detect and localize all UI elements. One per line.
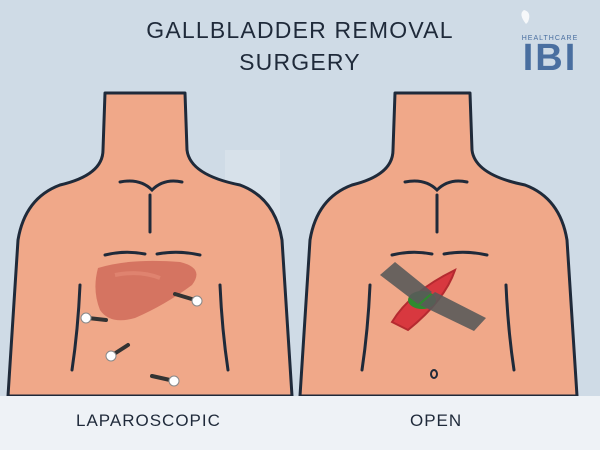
caption-open: OPEN <box>410 411 463 430</box>
laparoscopic-torso <box>6 91 294 398</box>
logo: HEALTHCARE IBI <box>521 10 579 74</box>
title-line-2: SURGERY <box>239 49 361 75</box>
caption-laparoscopic: LAPAROSCOPIC <box>76 411 221 430</box>
retractor-icon <box>380 262 486 331</box>
port-icon <box>80 312 108 324</box>
logo-text: IBI <box>523 37 578 74</box>
caption-band <box>0 396 600 450</box>
port-icon <box>173 292 203 307</box>
open-surgery-torso <box>298 91 579 398</box>
page-title: GALLBLADDER REMOVAL SURGERY <box>0 14 600 78</box>
port-icon <box>105 343 130 362</box>
port-icon <box>150 374 180 387</box>
logo-subtext: HEALTHCARE <box>522 35 579 42</box>
title-line-1: GALLBLADDER REMOVAL <box>146 17 454 43</box>
